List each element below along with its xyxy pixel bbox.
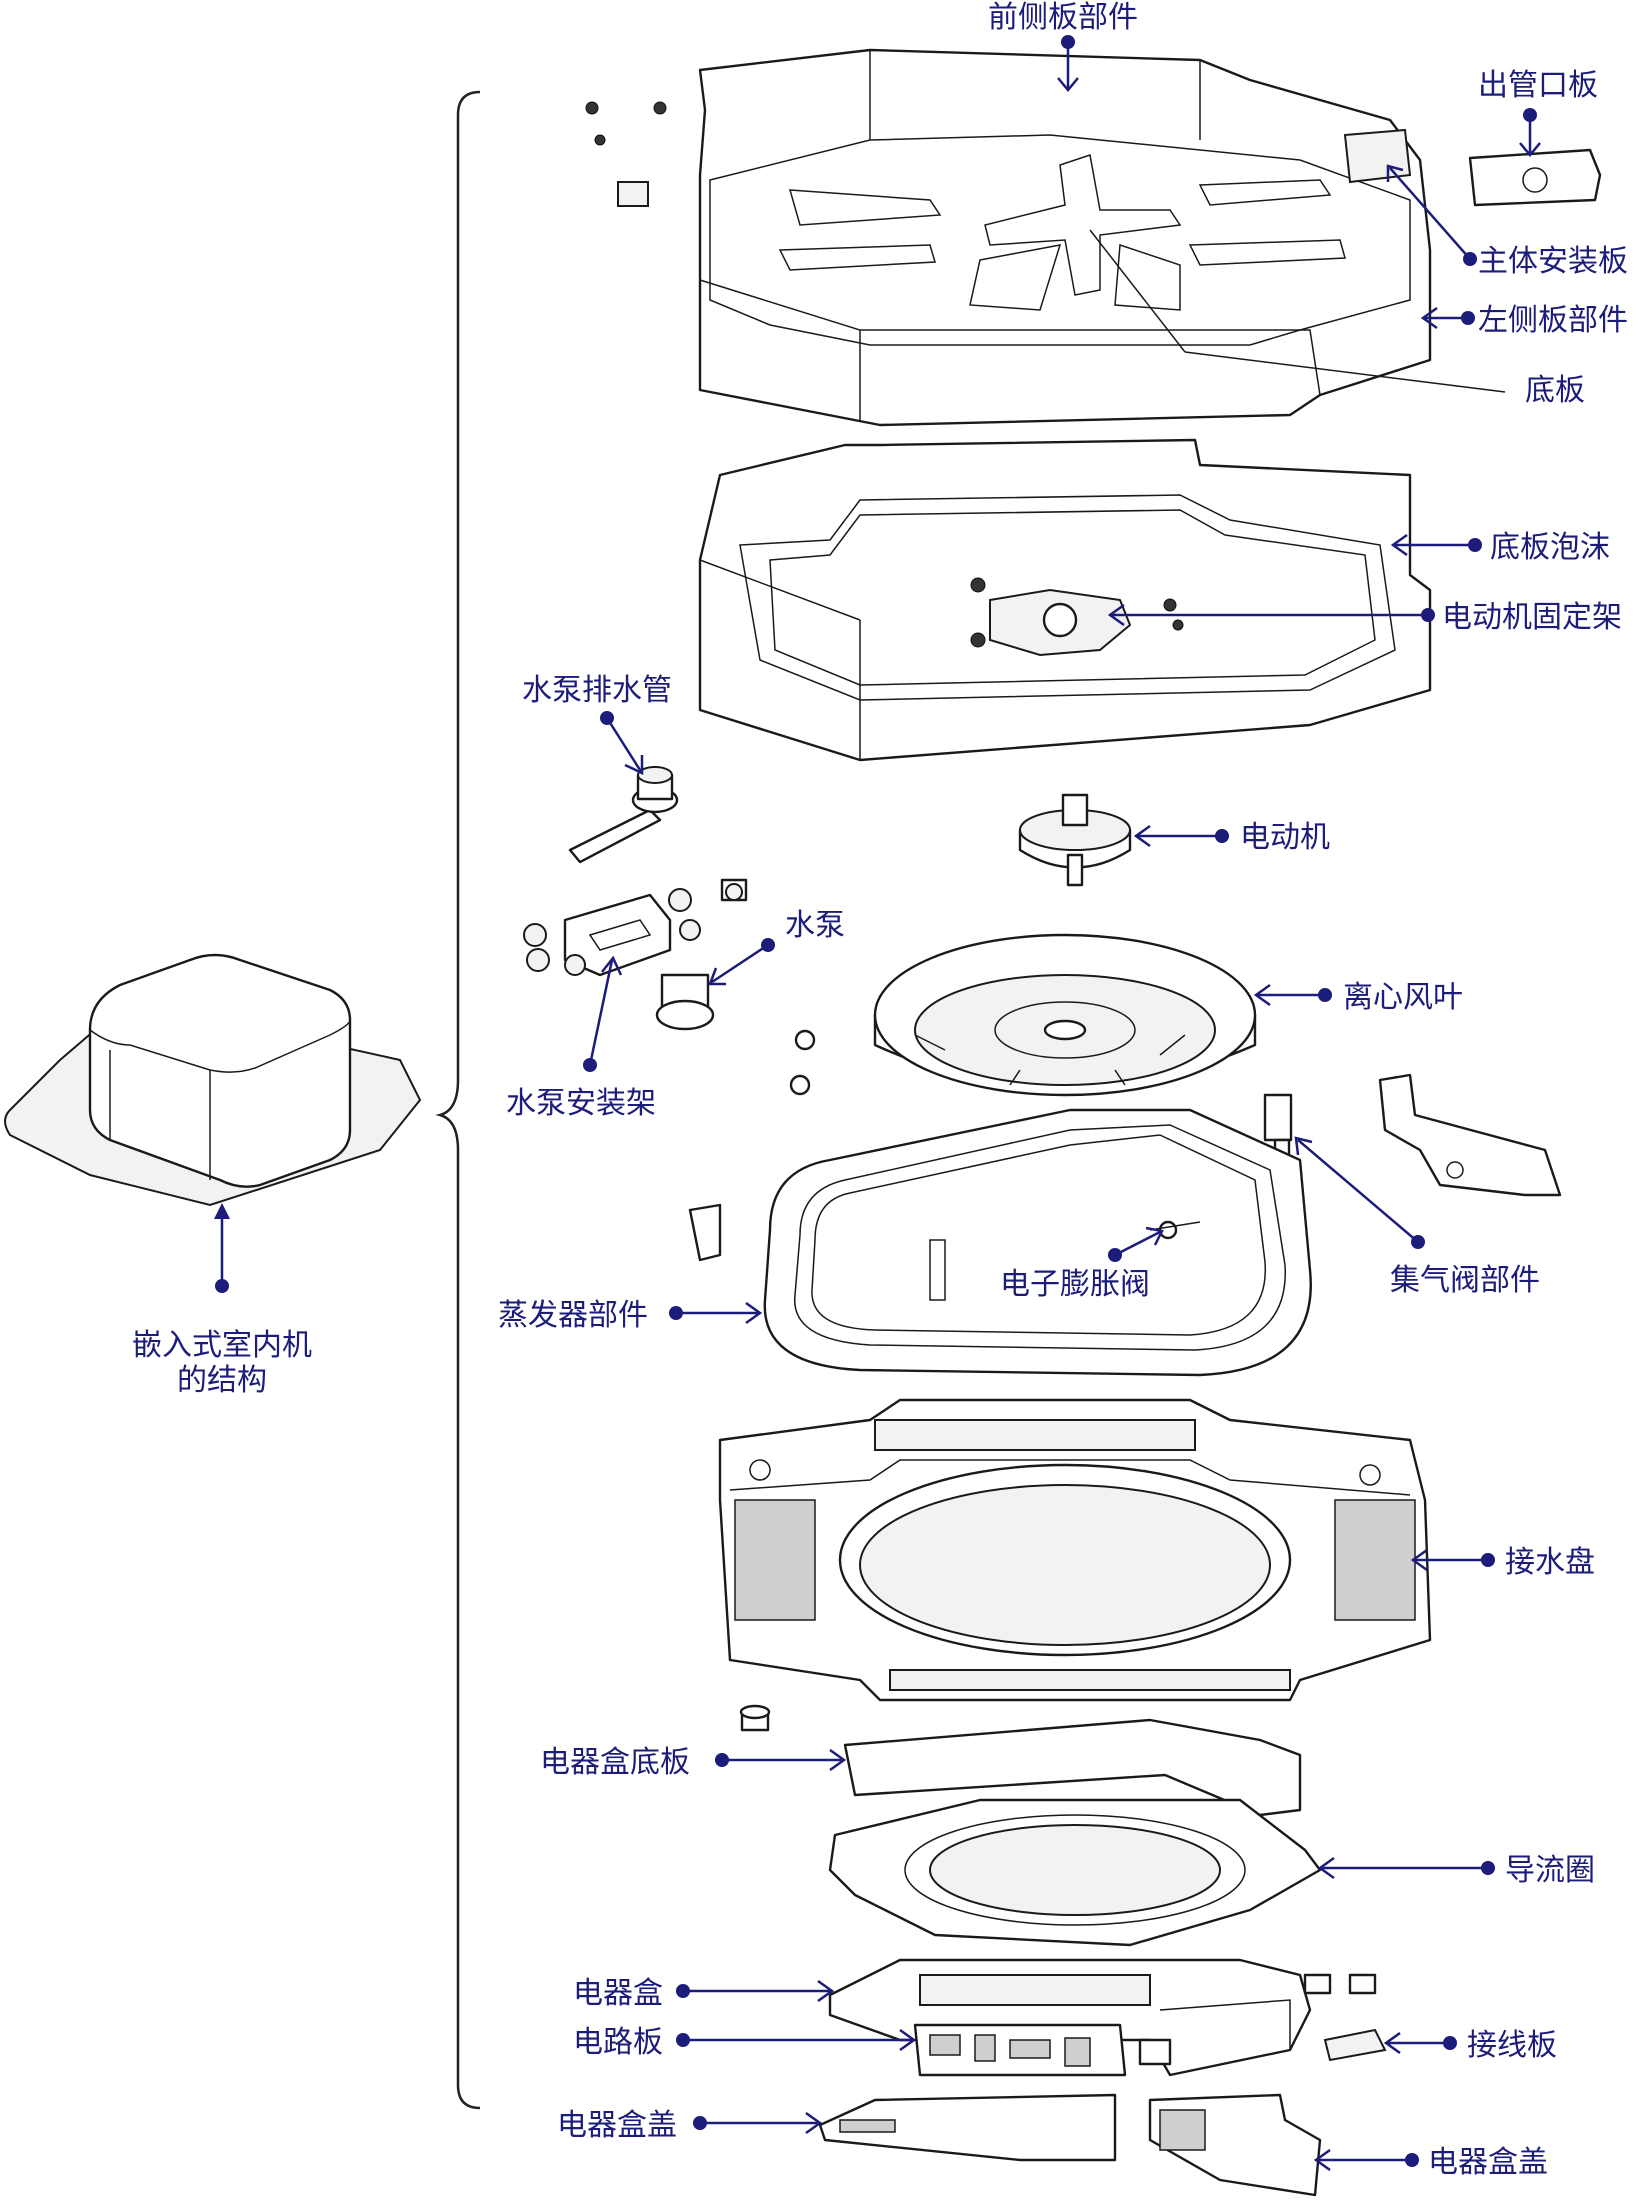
label-terminal-block: 接线板 [1383,2028,1557,2063]
svg-text:电路板: 电路板 [573,2025,663,2060]
label-ebox-base-plate: 电器盒底板 [540,1745,847,1780]
pump-bracket-part [523,888,701,977]
ebox-base-plate-part [843,1718,1302,1817]
label-pump-bracket: 水泵安装架 [506,955,656,1121]
svg-text:水泵安装架: 水泵安装架 [506,1086,656,1121]
label-expansion-valve: 电子膨胀阀 [1000,1226,1164,1302]
motor-bracket-shape [970,577,1184,657]
motor-part [1018,793,1132,887]
svg-text:蒸发器部件: 蒸发器部件 [498,1298,648,1333]
overview-caption: 嵌入式室内机 的结构 [132,1203,312,1398]
svg-text:电动机固定架: 电动机固定架 [1442,600,1622,635]
label-guide-ring: 导流圈 [1317,1853,1595,1888]
side-bracket-part [1378,1073,1562,1197]
label-left-panel: 左侧板部件 [1420,303,1628,338]
svg-text:电器盒底板: 电器盒底板 [540,1745,690,1780]
label-ebox-cover-left: 电器盒盖 [557,2108,823,2143]
guide-ring-part [828,1798,1322,1947]
svg-text:左侧板部件: 左侧板部件 [1478,303,1628,338]
ebox-cover-right-part [1148,2093,1322,2197]
pump-drain-pipe-part [568,766,679,864]
overview-caption-line1: 嵌入式室内机 [132,1328,312,1363]
label-ebox: 电器盒 [573,1976,835,2011]
svg-text:水泵排水管: 水泵排水管 [522,673,672,708]
svg-text:导流圈: 导流圈 [1505,1853,1595,1888]
label-drain-pan: 接水盘 [1410,1545,1595,1580]
label-evaporator: 蒸发器部件 [498,1298,763,1333]
top-housing-part [585,48,1602,427]
svg-text:水泵: 水泵 [785,908,845,943]
grouping-brace [435,90,481,2110]
svg-text:主体安装板: 主体安装板 [1478,244,1628,279]
label-main-mount-plate: 主体安装板 [1386,164,1628,279]
ebox-cover-left-part [818,2093,1117,2162]
label-pump: 水泵 [708,908,845,986]
label-front-panel: 前侧板部件 [988,0,1138,92]
evaporator-part [688,1108,1312,1377]
drain-pan-part [718,1398,1432,1702]
overview-caption-line2: 的结构 [177,1363,267,1398]
svg-text:接线板: 接线板 [1467,2028,1557,2063]
label-circuit-board: 电路板 [573,2025,917,2060]
centrifugal-fan-part [873,933,1257,1097]
circuit-board-part [913,2023,1172,2077]
svg-text:前侧板部件: 前侧板部件 [988,0,1138,35]
svg-text:接水盘: 接水盘 [1505,1545,1595,1580]
label-motor: 电动机 [1133,820,1330,855]
overview-unit-illustration [4,953,422,1207]
svg-text:底板: 底板 [1525,373,1585,408]
pump-part [655,878,748,1031]
svg-text:电器盒盖: 电器盒盖 [557,2108,677,2143]
small-fittings [789,1029,816,1096]
base-foam-part [698,438,1432,762]
label-outlet-plate: 出管口板 [1478,68,1598,157]
drain-plug-part [739,1704,771,1732]
svg-text:电动机: 电动机 [1240,820,1330,855]
label-pump-drain-pipe: 水泵排水管 [522,673,672,775]
label-air-valve: 集气阀部件 [1294,1136,1540,1298]
svg-text:电器盒盖: 电器盒盖 [1428,2145,1548,2180]
label-ebox-cover-right: 电器盒盖 [1313,2145,1548,2180]
ebox-part [828,1958,1312,2077]
terminal-block-part [1303,1973,1387,2062]
label-motor-bracket: 电动机固定架 [1107,600,1622,635]
svg-text:电子膨胀阀: 电子膨胀阀 [1000,1267,1150,1302]
label-base-plate: 底板 [1089,229,1585,408]
label-centrifugal-fan: 离心风叶 [1253,980,1463,1015]
svg-text:出管口板: 出管口板 [1478,68,1598,103]
svg-text:底板泡沫: 底板泡沫 [1490,530,1610,565]
svg-text:离心风叶: 离心风叶 [1343,980,1463,1015]
label-base-foam: 底板泡沫 [1390,530,1610,565]
svg-text:电器盒: 电器盒 [573,1976,663,2011]
svg-text:集气阀部件: 集气阀部件 [1390,1263,1540,1298]
